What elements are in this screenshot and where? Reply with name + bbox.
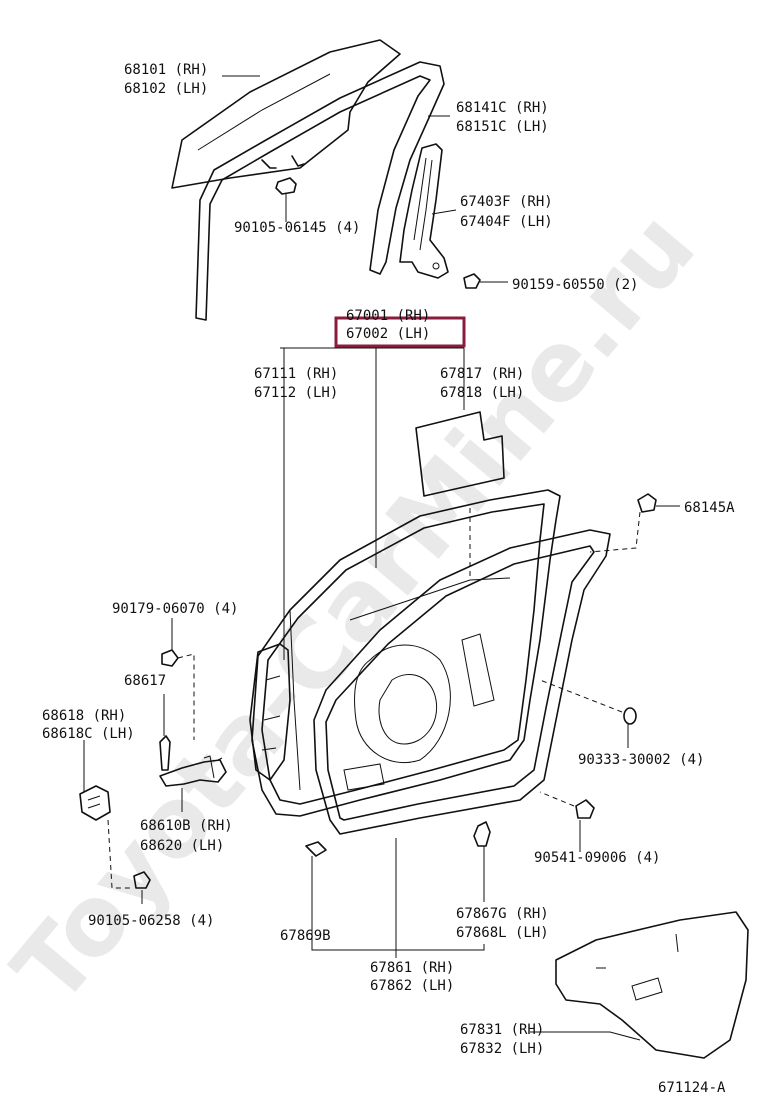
part-label-67404f[interactable]: 67404F (LH) bbox=[460, 214, 553, 230]
door-glass[interactable] bbox=[171, 39, 401, 189]
door-check-pin[interactable] bbox=[159, 735, 171, 771]
bolt-label-90159-60550[interactable]: 90159-60550 (2) bbox=[512, 277, 638, 293]
part-label-67832[interactable]: 67832 (LH) bbox=[460, 1041, 544, 1057]
part-label-67817[interactable]: 67817 (RH) bbox=[440, 366, 524, 382]
part-label-68610b[interactable]: 68610B (RH) bbox=[140, 818, 233, 834]
part-label-67111[interactable]: 67111 (RH) bbox=[254, 366, 338, 382]
part-label-67868l[interactable]: 67868L (LH) bbox=[456, 925, 549, 941]
door-weatherstrip[interactable] bbox=[313, 529, 611, 835]
part-label-68151c[interactable]: 68151C (LH) bbox=[456, 119, 549, 135]
part-label-67831[interactable]: 67831 (RH) bbox=[460, 1022, 544, 1038]
part-label-68618[interactable]: 68618 (RH) bbox=[42, 708, 126, 724]
hinge-bracket[interactable] bbox=[79, 785, 130, 889]
clip-icon[interactable] bbox=[589, 493, 657, 553]
door-trim-panel[interactable] bbox=[555, 911, 749, 1059]
part-label-67869b[interactable]: 67869B bbox=[280, 928, 331, 944]
hole-plug-icon[interactable] bbox=[539, 679, 637, 725]
part-label-68145a[interactable]: 68145A bbox=[684, 500, 735, 516]
part-label-67112[interactable]: 67112 (LH) bbox=[254, 385, 338, 401]
diagram-code: 671124-A bbox=[658, 1080, 726, 1096]
highlighted-part-box bbox=[334, 316, 466, 348]
part-label-68141c[interactable]: 68141C (RH) bbox=[456, 100, 549, 116]
part-label-67002[interactable]: 67002 (LH) bbox=[346, 326, 430, 342]
screw-label-90179-06070[interactable]: 90179-06070 (4) bbox=[112, 601, 238, 617]
clip-icon[interactable] bbox=[473, 821, 491, 847]
door-shell[interactable] bbox=[251, 489, 561, 817]
bolt-label-90105-06258[interactable]: 90105-06258 (4) bbox=[88, 913, 214, 929]
bolt-icon[interactable] bbox=[463, 273, 500, 289]
plug-label-90333-30002[interactable]: 90333-30002 (4) bbox=[578, 752, 704, 768]
hole-plug-icon[interactable] bbox=[539, 791, 595, 819]
clip-icon[interactable] bbox=[305, 841, 327, 857]
part-label-67861[interactable]: 67861 (RH) bbox=[370, 960, 454, 976]
plug-label-90541-09006[interactable]: 90541-09006 (4) bbox=[534, 850, 660, 866]
door-division-bar[interactable] bbox=[399, 143, 449, 279]
part-label-67403f[interactable]: 67403F (RH) bbox=[460, 194, 553, 210]
door-check[interactable] bbox=[159, 755, 227, 787]
part-label-68617[interactable]: 68617 bbox=[124, 673, 166, 689]
part-label-67862[interactable]: 67862 (LH) bbox=[370, 978, 454, 994]
screw-icon[interactable] bbox=[161, 649, 195, 740]
part-label-68620[interactable]: 68620 (LH) bbox=[140, 838, 224, 854]
part-label-67001[interactable]: 67001 (RH) bbox=[346, 308, 430, 324]
door-hinge[interactable] bbox=[249, 643, 291, 781]
bolt-label-90105-06145[interactable]: 90105-06145 (4) bbox=[234, 220, 360, 236]
service-hole-cover[interactable] bbox=[415, 411, 505, 580]
bolt-icon[interactable] bbox=[275, 177, 297, 214]
part-label-67867g[interactable]: 67867G (RH) bbox=[456, 906, 549, 922]
part-label-68618c[interactable]: 68618C (LH) bbox=[42, 726, 135, 742]
glass-run-channel[interactable] bbox=[195, 61, 445, 321]
part-label-67818[interactable]: 67818 (LH) bbox=[440, 385, 524, 401]
bolt-icon[interactable] bbox=[133, 871, 151, 889]
leader-lines bbox=[83, 75, 680, 1041]
part-label-68102[interactable]: 68102 (LH) bbox=[124, 81, 208, 97]
part-label-68101[interactable]: 68101 (RH) bbox=[124, 62, 208, 78]
